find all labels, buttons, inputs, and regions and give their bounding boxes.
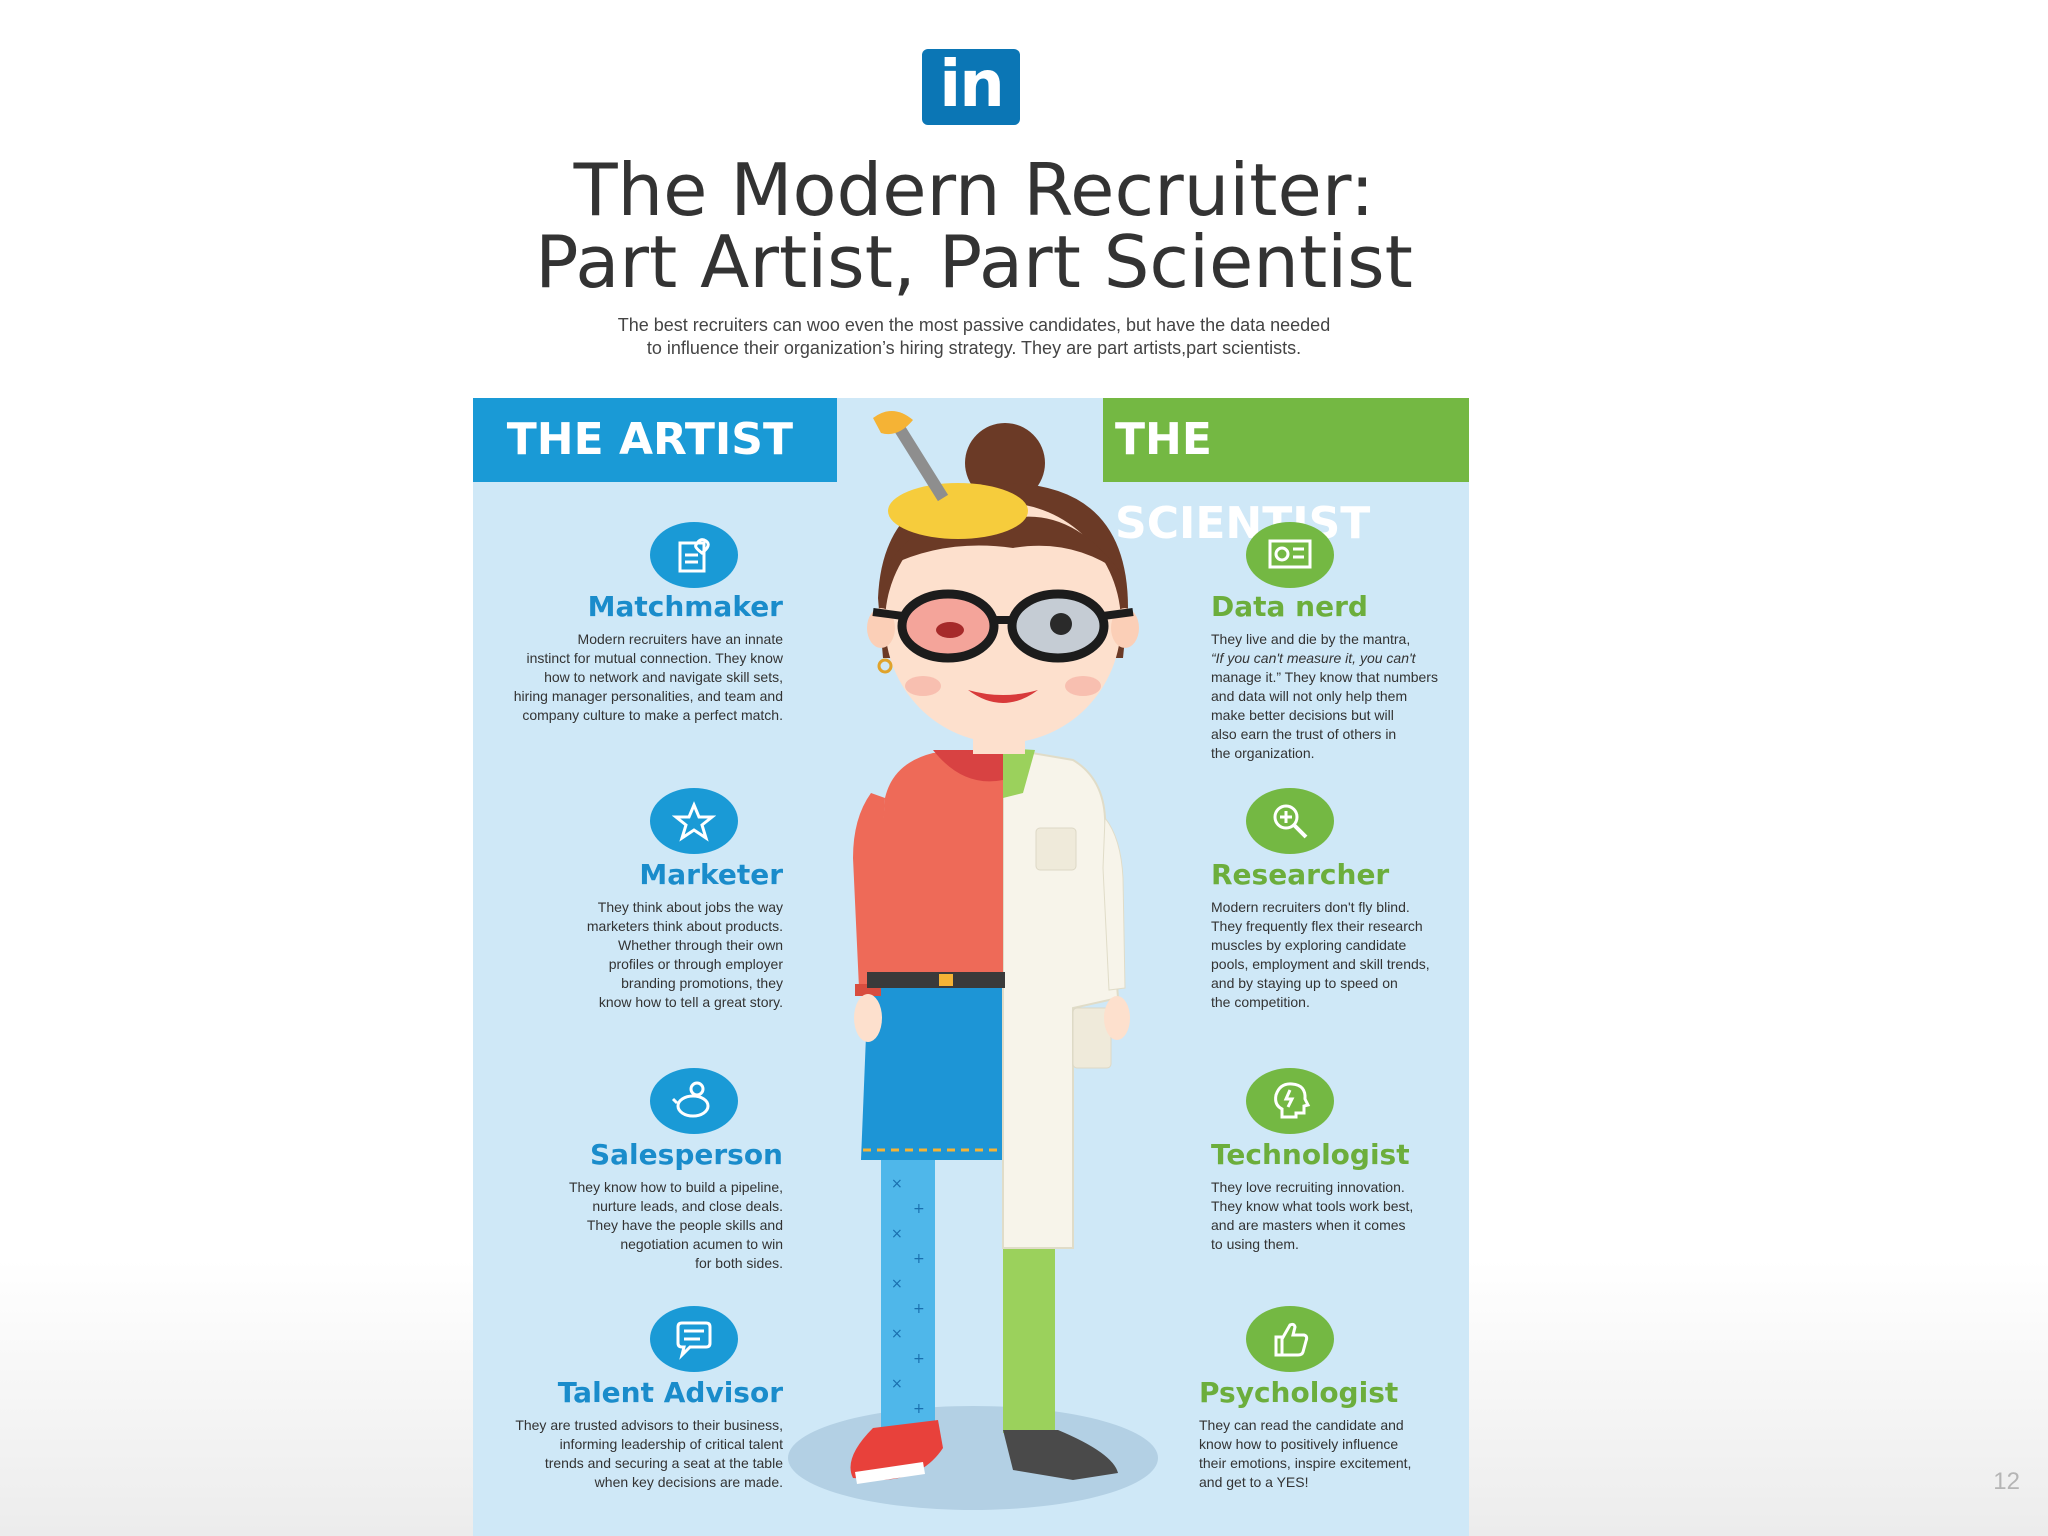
- chart-board-icon: [1246, 522, 1334, 588]
- scientist-item-title: Data nerd: [1211, 590, 1368, 623]
- page-number: 12: [1993, 1468, 2020, 1495]
- scientist-item-researcher: Researcher Modern recruiters don't fly b…: [1211, 788, 1451, 1018]
- svg-text:×: ×: [891, 1276, 903, 1292]
- scientist-item-desc: They live and die by the mantra,“If you …: [1211, 631, 1438, 761]
- artist-item-talent-advisor: Talent Advisor They are trusted advisors…: [473, 1306, 783, 1506]
- artist-item-desc: They are trusted advisors to their busin…: [515, 1417, 783, 1490]
- thumbs-up-icon: [1246, 1306, 1334, 1372]
- subtitle: The best recruiters can woo even the mos…: [574, 314, 1374, 360]
- scientist-item-title: Technologist: [1211, 1138, 1410, 1171]
- artist-item-salesperson: Salesperson They know how to build a pip…: [473, 1068, 783, 1278]
- artist-item-desc: They know how to build a pipeline,nurtur…: [568, 1179, 783, 1271]
- recruiter-figure-illustration: × + × + × + × + × +: [788, 410, 1158, 1510]
- svg-text:+: +: [913, 1201, 925, 1217]
- artist-item-title: Salesperson: [590, 1138, 783, 1171]
- magnifier-icon: [1246, 788, 1334, 854]
- artist-item-title: Matchmaker: [587, 590, 783, 623]
- scientist-heading: THE SCIENTIST: [1103, 398, 1469, 549]
- title-line-1: The Modern Recruiter:: [573, 148, 1375, 232]
- scientist-item-data-nerd: Data nerd They live and die by the mantr…: [1211, 522, 1451, 762]
- scientist-item-desc: They love recruiting innovation.They kno…: [1211, 1179, 1414, 1252]
- svg-text:+: +: [913, 1301, 925, 1317]
- linkedin-logo-text: in: [939, 48, 1004, 122]
- svg-text:×: ×: [891, 1376, 903, 1392]
- svg-text:×: ×: [891, 1176, 903, 1192]
- artist-item-matchmaker: Matchmaker Modern recruiters have an inn…: [473, 522, 783, 723]
- scientist-item-title: Researcher: [1211, 858, 1390, 891]
- scientist-item-technologist: Technologist They love recruiting innova…: [1211, 1068, 1451, 1268]
- brain-head-icon: [1246, 1068, 1334, 1134]
- speech-bubble-icon: [650, 1306, 738, 1372]
- scientist-item-psychologist: Psychologist They can read the candidate…: [1199, 1306, 1449, 1506]
- heart-note-icon: [650, 522, 738, 588]
- svg-text:×: ×: [891, 1226, 903, 1242]
- artist-item-title: Marketer: [639, 858, 783, 891]
- scientist-item-title: Psychologist: [1199, 1376, 1399, 1409]
- linkedin-logo: in: [922, 49, 1020, 125]
- infographic-panel: THE ARTIST THE SCIENTIST × + × + × + × + × +: [473, 398, 1469, 1536]
- svg-text:+: +: [913, 1251, 925, 1267]
- star-badge-icon: [650, 788, 738, 854]
- subtitle-line-2: to influence their organization’s hiring…: [646, 338, 1302, 358]
- scientist-item-desc: Modern recruiters don't fly blind.They f…: [1211, 899, 1430, 1010]
- svg-text:×: ×: [891, 1326, 903, 1342]
- subtitle-line-1: The best recruiters can woo even the mos…: [617, 315, 1331, 335]
- svg-text:+: +: [913, 1401, 925, 1417]
- artist-item-title: Talent Advisor: [557, 1376, 783, 1409]
- artist-heading: THE ARTIST: [473, 398, 837, 482]
- page-title: The Modern Recruiter: Part Artist, Part …: [474, 154, 1474, 298]
- piggy-bank-icon: [650, 1068, 738, 1134]
- title-line-2: Part Artist, Part Scientist: [535, 220, 1413, 304]
- svg-text:+: +: [913, 1351, 925, 1367]
